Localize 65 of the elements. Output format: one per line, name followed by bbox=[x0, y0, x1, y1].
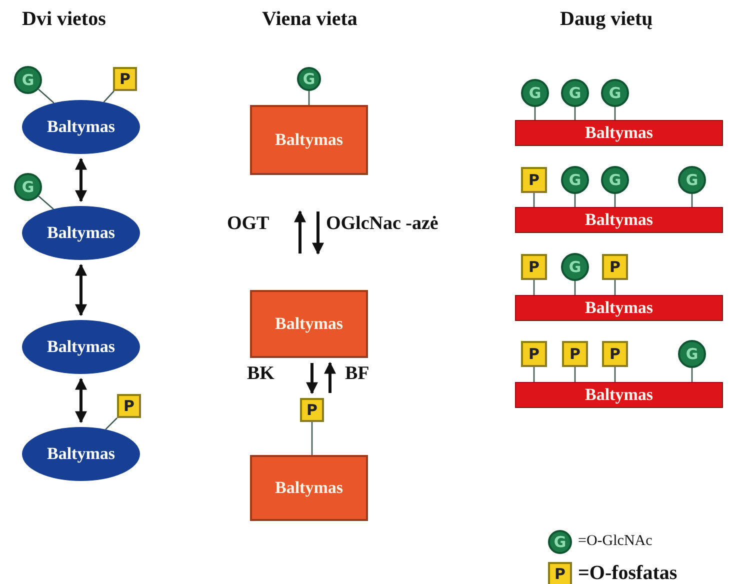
protein-box: Baltymas bbox=[250, 290, 368, 358]
connector-line bbox=[533, 280, 535, 295]
connector-line bbox=[691, 194, 693, 207]
connector-line bbox=[533, 193, 535, 207]
connector-line bbox=[574, 194, 576, 207]
glcnac-circle: G bbox=[14, 173, 42, 201]
glcnac-circle: G bbox=[678, 166, 706, 194]
connector-line bbox=[105, 418, 118, 430]
glcnac-circle: G bbox=[297, 67, 321, 91]
glcnac-circle: G bbox=[521, 79, 549, 107]
protein-bar: Baltymas bbox=[515, 207, 723, 233]
phosphate-square: P bbox=[562, 341, 588, 367]
legend-phosphate-square: P bbox=[548, 562, 572, 584]
legend-text: =O-fosfatas bbox=[578, 562, 678, 584]
protein-bar: Baltymas bbox=[515, 382, 723, 408]
arrow bbox=[75, 378, 87, 424]
connector-line bbox=[311, 422, 313, 455]
phosphate-square: P bbox=[602, 341, 628, 367]
connector-line bbox=[574, 367, 576, 382]
connector-line bbox=[614, 280, 616, 295]
protein-ellipse: Baltymas bbox=[22, 100, 140, 154]
phosphate-square: P bbox=[521, 167, 547, 193]
arrow bbox=[324, 362, 336, 393]
connector-line bbox=[574, 281, 576, 295]
glcnac-circle: G bbox=[561, 166, 589, 194]
protein-ellipse: Baltymas bbox=[22, 320, 140, 374]
phosphate-square: P bbox=[113, 67, 137, 91]
arrow bbox=[75, 264, 87, 316]
column-heading: Dvi vietos bbox=[22, 8, 106, 31]
connector-line bbox=[103, 90, 114, 103]
glcnac-circle: G bbox=[14, 66, 42, 94]
protein-ellipse: Baltymas bbox=[22, 427, 140, 481]
glcnac-circle: G bbox=[678, 340, 706, 368]
glcnac-circle: G bbox=[561, 79, 589, 107]
connector-line bbox=[533, 367, 535, 382]
connector-line bbox=[691, 368, 693, 382]
column-heading: Daug vietų bbox=[560, 8, 653, 31]
connector-line bbox=[614, 367, 616, 382]
arrow bbox=[306, 363, 318, 394]
protein-bar: Baltymas bbox=[515, 295, 723, 321]
connector-line bbox=[308, 91, 310, 105]
arrow bbox=[294, 210, 306, 254]
protein-box: Baltymas bbox=[250, 105, 368, 175]
glcnac-circle: G bbox=[601, 79, 629, 107]
phosphate-square: P bbox=[300, 398, 324, 422]
phosphate-square: P bbox=[602, 254, 628, 280]
protein-box: Baltymas bbox=[250, 455, 368, 521]
connector-line bbox=[38, 196, 54, 210]
phosphate-square: P bbox=[521, 254, 547, 280]
glcnac-circle: G bbox=[601, 166, 629, 194]
legend-text: =O-GlcNAc bbox=[578, 533, 652, 550]
glcnac-circle: G bbox=[561, 253, 589, 281]
arrow bbox=[312, 212, 324, 255]
connector-line bbox=[534, 107, 536, 120]
connector-line bbox=[614, 107, 616, 120]
phosphate-square: P bbox=[117, 394, 141, 418]
arrow bbox=[75, 158, 87, 202]
connector-line bbox=[38, 88, 54, 104]
protein-ellipse: Baltymas bbox=[22, 206, 140, 260]
legend-glcnac-circle: G bbox=[548, 530, 572, 554]
protein-bar: Baltymas bbox=[515, 120, 723, 146]
phosphate-square: P bbox=[521, 341, 547, 367]
column-heading: Viena vieta bbox=[262, 8, 358, 31]
connector-line bbox=[614, 194, 616, 207]
connector-line bbox=[574, 107, 576, 120]
